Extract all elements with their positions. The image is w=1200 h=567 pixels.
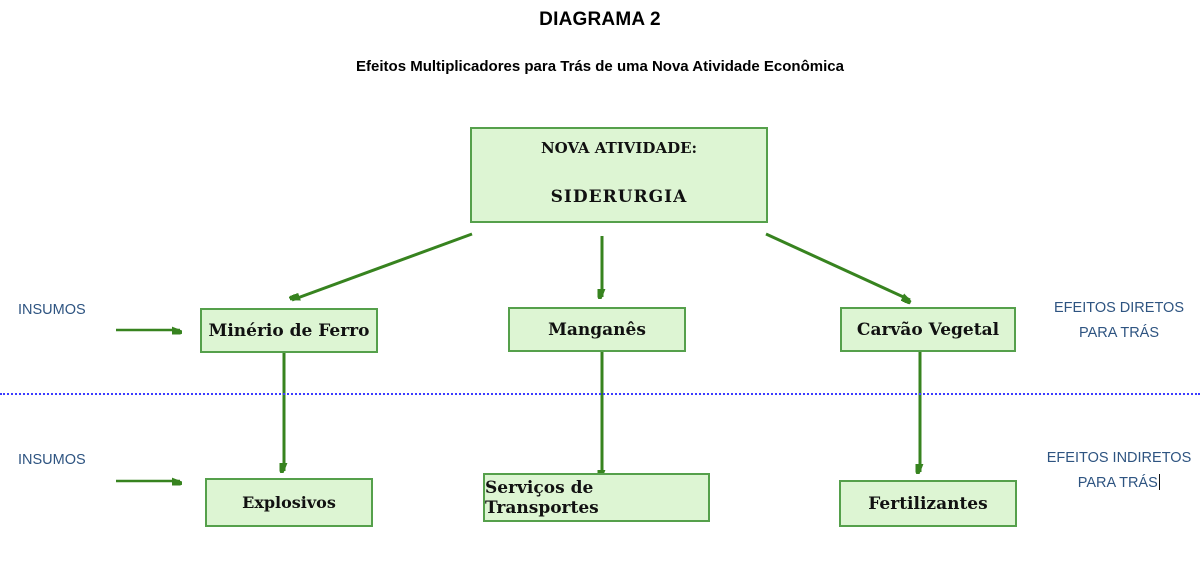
node-nova-atividade-siderurgia: NOVA ATIVIDADE: SIDERURGIA	[470, 127, 768, 223]
node-label: Explosivos	[242, 493, 336, 512]
text-cursor	[1158, 474, 1161, 490]
node-root-line1: NOVA ATIVIDADE:	[540, 139, 698, 157]
label-insumos-top: INSUMOS	[18, 302, 86, 318]
node-explosivos: Explosivos	[205, 478, 373, 527]
label-efeitos-diretos-line2: PARA TRÁS	[1078, 325, 1160, 341]
node-carvao-vegetal: Carvão Vegetal	[840, 307, 1016, 352]
direct-indirect-divider-line	[0, 393, 1200, 395]
label-para-tras-text: PARA TRÁS	[1077, 475, 1158, 491]
label-efeitos-indiretos-line1: EFEITOS INDIRETOS	[1046, 450, 1192, 466]
label-efeitos-indiretos-line2: PARA TRÁS	[1038, 471, 1200, 496]
node-root-line2: SIDERURGIA	[550, 187, 688, 207]
label-efeitos-diretos: EFEITOS DIRETOS PARA TRÁS	[1038, 296, 1200, 346]
node-label: Minério de Ferro	[208, 320, 370, 341]
diagram-title: DIAGRAMA 2	[539, 9, 661, 30]
node-fertilizantes: Fertilizantes	[839, 480, 1017, 527]
node-label: Carvão Vegetal	[856, 319, 1000, 340]
arrow-siderurgia-to-minerio	[292, 232, 473, 302]
node-label: Manganês	[548, 319, 646, 340]
node-label: Fertilizantes	[868, 493, 988, 514]
node-label: Serviços de Transportes	[485, 477, 599, 518]
node-manganes: Manganês	[508, 307, 686, 352]
diagram-subtitle: Efeitos Multiplicadores para Trás de uma…	[356, 58, 844, 75]
label-efeitos-indiretos: EFEITOS INDIRETOS PARA TRÁS	[1038, 446, 1200, 496]
node-servicos-de-transportes: Serviços de Transportes	[483, 473, 710, 522]
label-insumos-bottom: INSUMOS	[18, 452, 86, 468]
node-minerio-de-ferro: Minério de Ferro	[200, 308, 378, 353]
label-efeitos-diretos-line1: EFEITOS DIRETOS	[1054, 300, 1184, 316]
arrow-siderurgia-to-carvao	[765, 232, 910, 300]
